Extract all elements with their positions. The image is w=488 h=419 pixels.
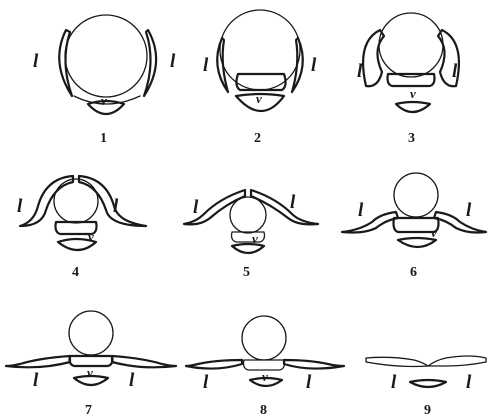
figure-8: l l v 8 [186,316,344,418]
fig6-circle [394,173,438,217]
fig6-number: 6 [410,265,417,280]
fig7-circle [69,311,113,355]
fig9-ventral-lens [410,380,446,387]
fig7-label-l-right: l [129,370,135,391]
fig9-label-l-left: l [391,372,397,393]
fig8-circle [242,316,286,360]
fig5-ventral-lens [232,244,264,253]
fig1-label-l-left: l [33,51,39,72]
fig5-number: 5 [243,265,250,280]
fig3-label-l-right: l [452,61,458,82]
figure-6: l l v 6 [342,173,486,280]
fig6-label-l-right: l [466,200,472,221]
figure-7: l l v 7 [6,311,176,418]
fig3-body [388,74,435,86]
fig5-label-l-left: l [193,197,199,218]
fig4-left-lamina [20,176,73,226]
figure-1: l l v 1 [33,15,176,146]
fig2-left-lamina [217,38,228,92]
fig2-number: 2 [254,131,261,146]
fig5-label-v: v [252,231,258,246]
fig1-left-lamina [59,30,72,96]
fig2-right-lamina [292,38,303,92]
fig8-label-v: v [262,369,268,384]
fig8-number: 8 [260,403,267,418]
fig6-label-l-left: l [358,200,364,221]
fig7-right-lamina [112,356,176,367]
fig4-circle [54,179,98,223]
fig1-number: 1 [100,131,107,146]
fig4-label-l-right: l [113,196,119,217]
fig3-label-l-left: l [357,61,363,82]
fig8-left-lamina [186,360,242,369]
fig9-label-l-right: l [466,372,472,393]
fig1-label-v: v [101,93,107,108]
fig6-right-lamina [434,212,486,233]
fig1-label-l-right: l [170,51,176,72]
figure-2: l l v 2 [203,10,317,146]
fig4-label-l-left: l [17,196,23,217]
fig8-right-lamina [284,360,344,369]
fig3-ventral-lens [396,102,430,112]
fig8-label-l-right: l [306,372,312,393]
fig4-number: 4 [72,265,79,280]
fig6-label-v: v [431,225,437,240]
fig2-label-v: v [256,91,262,106]
figure-9: l l 9 [366,356,486,418]
fig7-label-v: v [87,365,93,380]
fig7-left-lamina [6,356,70,367]
fig5-label-l-right: l [290,192,296,213]
fig5-right-lamina [251,190,318,224]
fig3-left-lamina [363,30,384,86]
fig7-label-l-left: l [33,370,39,391]
figure-5: l l v 5 [184,190,318,280]
figure-4: l l v 4 [17,176,146,280]
fig1-circle [65,15,147,97]
fig9-right-lamina [428,356,486,366]
fig3-label-v: v [410,86,416,101]
fig2-body [236,74,285,90]
fig4-label-v: v [88,229,94,244]
fig2-circle [220,10,300,90]
figure-3: l l v 3 [357,13,459,146]
fig3-circle [379,13,443,77]
fig3-number: 3 [408,131,415,146]
fig5-circle [230,197,266,233]
fig8-label-l-left: l [203,372,209,393]
fig2-label-l-left: l [203,55,209,76]
fig7-number: 7 [85,403,92,418]
fig2-label-l-right: l [311,55,317,76]
fig6-left-lamina [342,212,398,233]
fig9-number: 9 [424,403,431,418]
fig9-left-lamina [366,357,428,366]
